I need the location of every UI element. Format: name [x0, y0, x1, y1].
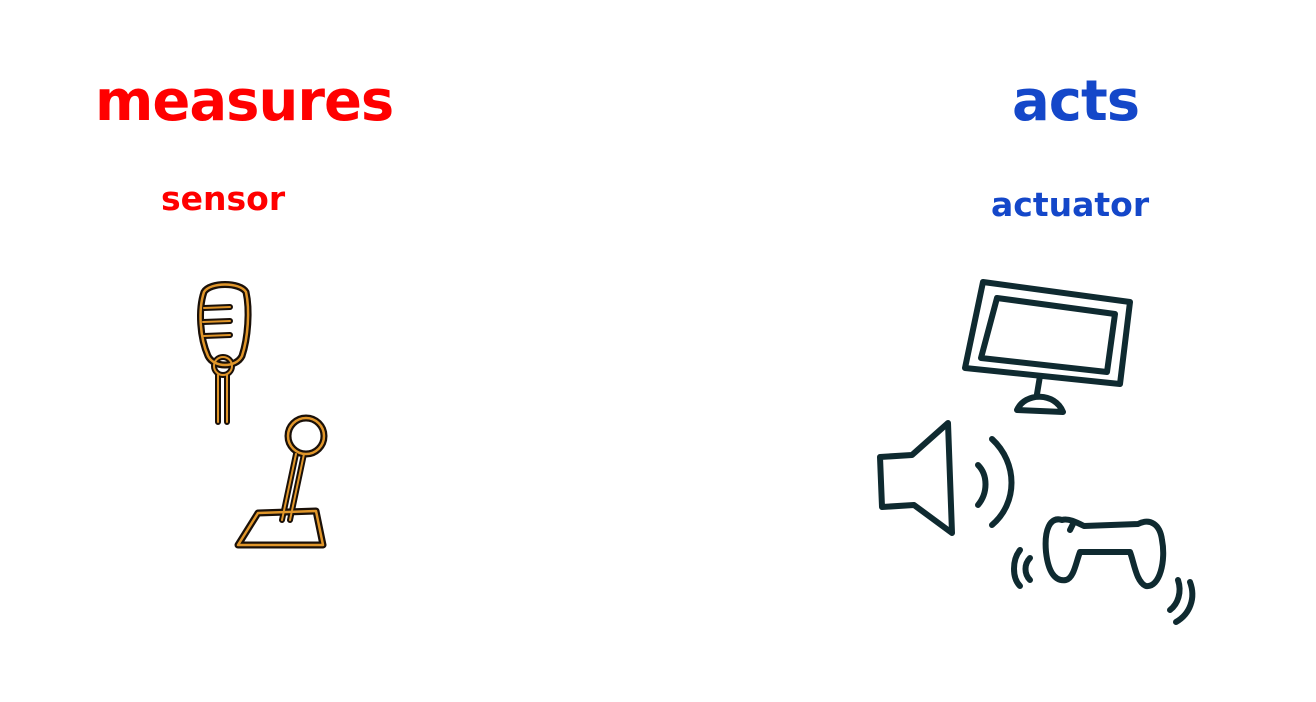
- speaker-icon: [870, 415, 1040, 540]
- acts-heading: acts: [1012, 69, 1140, 134]
- actuator-label: actuator: [991, 185, 1150, 224]
- monitor-icon: [955, 272, 1145, 422]
- measures-heading: measures: [95, 69, 394, 134]
- joystick-icon: [230, 410, 335, 555]
- gamepad-icon: [1010, 500, 1205, 630]
- microphone-icon: [190, 280, 260, 430]
- sensor-label: sensor: [161, 179, 286, 218]
